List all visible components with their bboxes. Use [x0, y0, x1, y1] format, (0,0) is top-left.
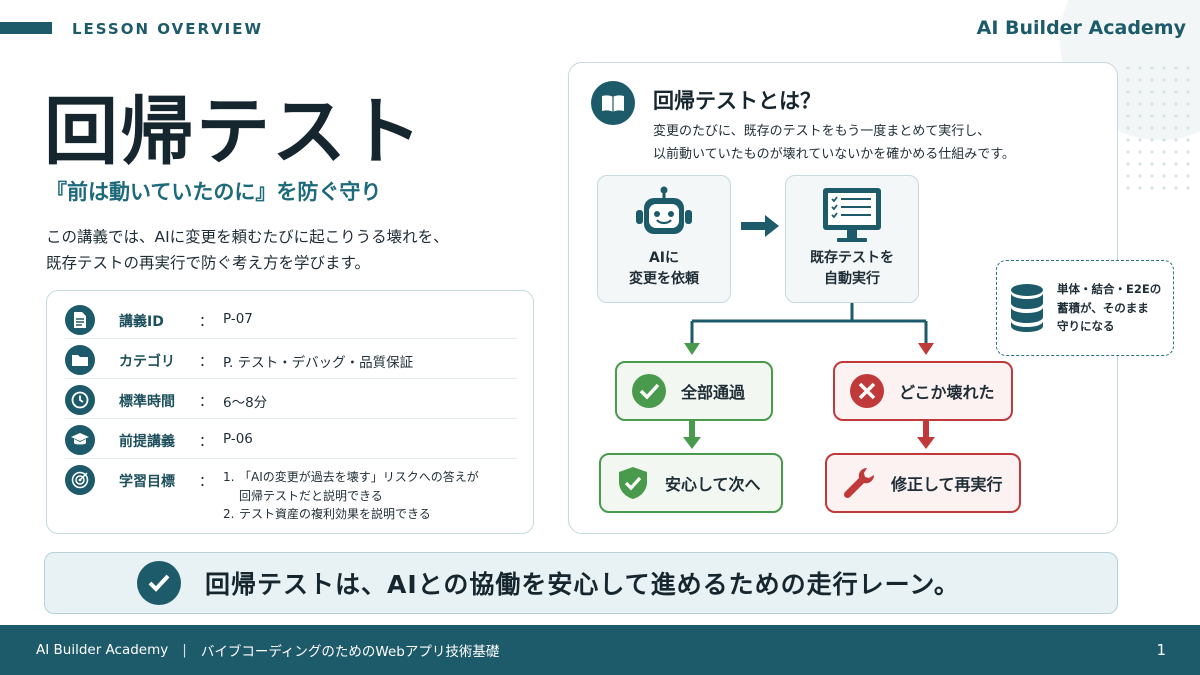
flow-step-request-change: AIに 変更を依頼: [597, 175, 731, 303]
decorative-dot-grid: [1122, 62, 1192, 192]
goal-text-line: 「AIの変更が過去を壊す」リスクへの答えが: [239, 470, 479, 484]
clock-icon: [65, 385, 95, 415]
result-something-broke: どこか壊れた: [833, 361, 1013, 421]
robot-icon: [636, 186, 692, 234]
flow-step-run-tests: 既存テストを 自動実行: [785, 175, 919, 303]
side-note: 単体・結合・E2Eの 蓄積が、そのまま 守りになる: [996, 260, 1174, 356]
info-label: 講義ID: [119, 314, 164, 330]
wrench-icon: [843, 467, 875, 499]
side-note-text: 単体・結合・E2Eの 蓄積が、そのまま 守りになる: [1057, 280, 1161, 337]
check-circle-icon: [632, 374, 666, 408]
intro-text: この講義では、AIに変更を頼むたびに起こりうる壊れを、 既存テストの再実行で防ぐ…: [46, 224, 526, 277]
intro-line-1: この講義では、AIに変更を頼むたびに起こりうる壊れを、: [46, 228, 449, 246]
flow-step-label: AIに: [648, 250, 680, 266]
info-separator: ：: [199, 434, 213, 450]
diagram-description-line: 以前動いていたものが壊れていないかを確かめる仕組みです。: [653, 146, 1015, 162]
side-note-line: 守りになる: [1057, 319, 1115, 334]
target-icon: [65, 465, 95, 495]
result-label: 修正して再実行: [891, 475, 1003, 494]
lesson-overview-label: LESSON OVERVIEW: [72, 20, 264, 38]
x-circle-icon: [850, 374, 884, 408]
side-note-line: 単体・結合・E2Eの: [1057, 281, 1162, 296]
arrow-down-icon: [917, 421, 935, 449]
result-label: どこか壊れた: [899, 383, 995, 402]
result-all-passed: 全部通過: [615, 361, 773, 421]
folder-icon: [65, 345, 95, 375]
result-label: 安心して次へ: [665, 475, 761, 494]
header-accent-bar: [0, 22, 52, 34]
page-title: 回帰テスト: [44, 89, 424, 175]
goal-item: 2. テスト資産の複利効果を説明できる: [223, 505, 479, 524]
info-label: 標準時間: [119, 394, 175, 410]
goal-item: 1. 「AIの変更が過去を壊す」リスクへの答えが 回帰テストだと説明できる: [223, 468, 479, 505]
info-label: 前提講義: [119, 434, 175, 450]
info-row-prerequisite: 前提講義 ： P-06: [65, 419, 517, 459]
flow-step-label: 既存テストを: [810, 250, 894, 266]
side-note-line: 蓄積が、そのまま: [1057, 300, 1149, 315]
info-label: 学習目標: [119, 474, 175, 490]
goal-number: 2.: [223, 507, 235, 522]
check-circle-icon: [137, 561, 181, 605]
book-icon: [591, 81, 635, 125]
goal-number: 1.: [223, 470, 235, 484]
diagram-title: 回帰テストとは？: [653, 89, 821, 113]
info-value: 6〜8分: [223, 395, 268, 411]
info-separator: ：: [199, 394, 213, 410]
flow-step-label: 自動実行: [824, 271, 880, 287]
arrow-right-icon: [741, 215, 779, 237]
document-icon: [65, 305, 95, 335]
arrow-down-icon: [683, 421, 701, 449]
info-row-lecture-id: 講義ID ： P-07: [65, 299, 517, 339]
info-label: カテゴリ: [119, 354, 175, 370]
key-message-banner: 回帰テストは、AIとの協働を安心して進めるための走行レーン。: [44, 552, 1118, 614]
page-subtitle: 『前は動いていたのに』を防ぐ守り: [46, 180, 382, 204]
footer-bar: AI Builder Academy | バイブコーディングのためのWebアプリ…: [0, 625, 1200, 675]
result-proceed-safely: 安心して次へ: [599, 453, 783, 513]
info-value: P-07: [223, 311, 253, 327]
result-label: 全部通過: [681, 383, 746, 402]
branch-connector: [684, 303, 934, 355]
info-separator: ：: [199, 314, 213, 330]
goal-text: 「AIの変更が過去を壊す」リスクへの答えが 回帰テストだと説明できる: [239, 468, 479, 505]
info-value: P. テスト・デバッグ・品質保証: [223, 355, 414, 371]
info-value: P-06: [223, 431, 253, 447]
result-fix-and-rerun: 修正して再実行: [825, 453, 1021, 513]
diagram-description: 変更のたびに、既存のテストをもう一度まとめて実行し、 以前動いていたものが壊れて…: [653, 121, 1015, 167]
database-icon: [1011, 284, 1043, 332]
info-row-duration: 標準時間 ： 6〜8分: [65, 379, 517, 419]
info-row-learning-goals: 学習目標 ： 1. 「AIの変更が過去を壊す」リスクへの答えが 回帰テストだと説…: [65, 459, 517, 524]
graduation-cap-icon: [65, 425, 95, 455]
lesson-info-card: 講義ID ： P-07 カテゴリ ： P. テスト・デバッグ・品質保証 標準時間…: [46, 290, 534, 534]
info-row-category: カテゴリ ： P. テスト・デバッグ・品質保証: [65, 339, 517, 379]
goal-list: 1. 「AIの変更が過去を壊す」リスクへの答えが 回帰テストだと説明できる 2.…: [223, 465, 479, 524]
footer-brand: AI Builder Academy: [36, 642, 169, 658]
goal-text-line: 回帰テストだと説明できる: [239, 488, 383, 503]
footer-separator: |: [182, 642, 187, 658]
brand-logo-text: AI Builder Academy: [976, 17, 1186, 39]
goal-text-line: テスト資産の複利効果を説明できる: [239, 507, 431, 522]
flow-step-label: 変更を依頼: [629, 271, 699, 287]
diagram-description-line: 変更のたびに、既存のテストをもう一度まとめて実行し、: [653, 124, 991, 139]
footer-course-name: バイブコーディングのためのWebアプリ技術基礎: [200, 644, 500, 660]
intro-line-2: 既存テストの再実行で防ぐ考え方を学びます。: [46, 254, 370, 273]
info-separator: ：: [199, 474, 213, 490]
monitor-checklist-icon: [823, 188, 881, 242]
page-number: 1: [1156, 641, 1166, 659]
key-message-text: 回帰テストは、AIとの協働を安心して進めるための走行レーン。: [205, 570, 960, 599]
info-separator: ：: [199, 354, 213, 370]
shield-check-icon: [619, 467, 647, 499]
